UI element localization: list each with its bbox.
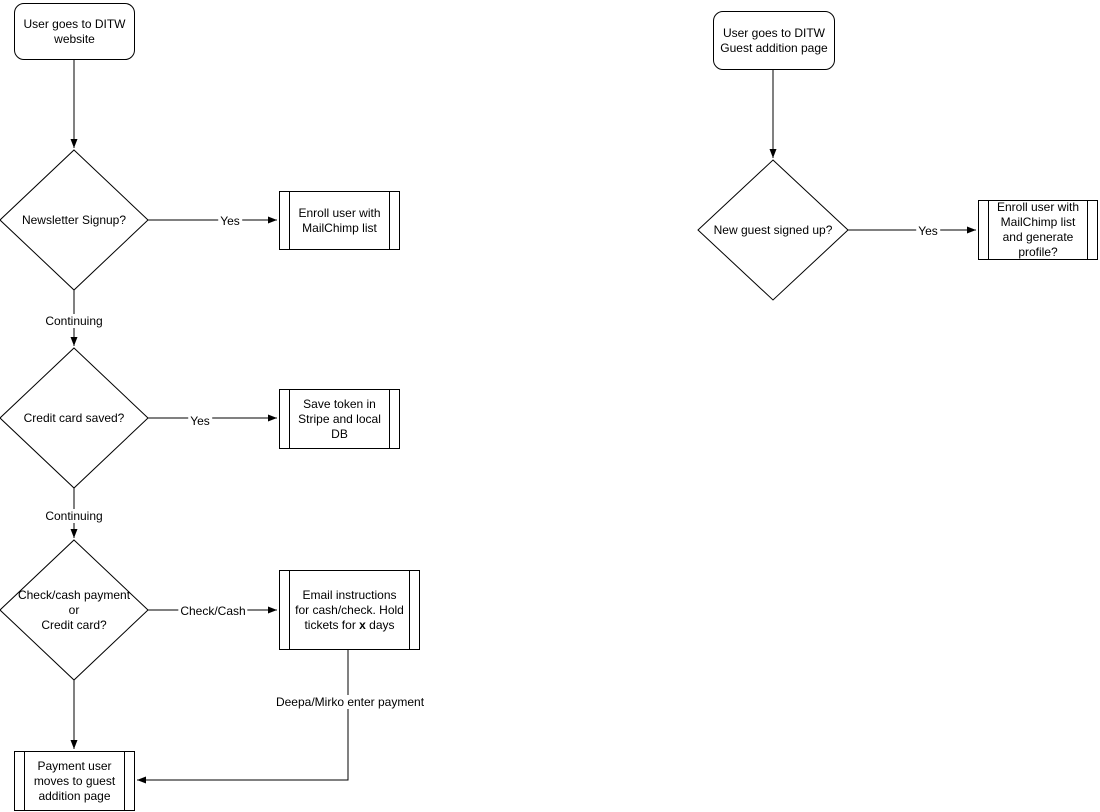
decision-credit-card-saved-shape	[0, 347, 149, 489]
process-email-instructions: Email instructions for cash/check. Hold …	[279, 570, 420, 650]
decision-newsletter-signup-shape	[0, 149, 149, 291]
terminal-user-goes-to-ditw-website: User goes to DITW website	[14, 3, 135, 60]
email-instructions-text: Email instructions for cash/check. Hold …	[295, 588, 404, 633]
edge-label-continuing-1: Continuing	[43, 314, 105, 328]
decision-check-cash-or-credit-shape	[0, 539, 149, 681]
process-payment-user-moves-guest-addition: Payment user moves to guest addition pag…	[14, 751, 135, 811]
email-instructions-bold-x: x	[359, 617, 366, 632]
process-save-token-stripe: Save token in Stripe and local DB	[279, 389, 400, 449]
edge-label-continuing-2: Continuing	[43, 509, 105, 523]
decision-new-guest-signed-up-label: New guest signed up?	[713, 222, 833, 237]
edge-label-yes-newsletter: Yes	[218, 214, 242, 228]
decision-newsletter-signup-label: Newsletter Signup?	[21, 212, 127, 227]
edge-label-yes-creditcard: Yes	[188, 414, 212, 428]
decision-credit-card-saved-label: Credit card saved?	[23, 410, 125, 425]
decision-check-cash-or-credit-label: Check/cash payment or Credit card?	[17, 587, 131, 632]
edge-label-yes-new-guest: Yes	[916, 224, 940, 238]
process-enroll-user-mailchimp-generate-profile: Enroll user with MailChimp list and gene…	[978, 200, 1098, 260]
email-instructions-seg1: Email instructions for cash/check. Hold …	[295, 587, 404, 632]
decision-new-guest-signed-up-shape	[697, 159, 849, 301]
edge-label-deepa-mirko-enter-payment: Deepa/Mirko enter payment	[273, 695, 427, 709]
edge-email-to-payment-user-box	[137, 650, 349, 784]
terminal-user-goes-to-guest-addition-page: User goes to DITW Guest addition page	[713, 11, 835, 70]
email-instructions-seg2: days	[365, 617, 395, 632]
edge-label-check-cash: Check/Cash	[178, 604, 248, 618]
process-enroll-user-mailchimp: Enroll user with MailChimp list	[279, 191, 400, 250]
